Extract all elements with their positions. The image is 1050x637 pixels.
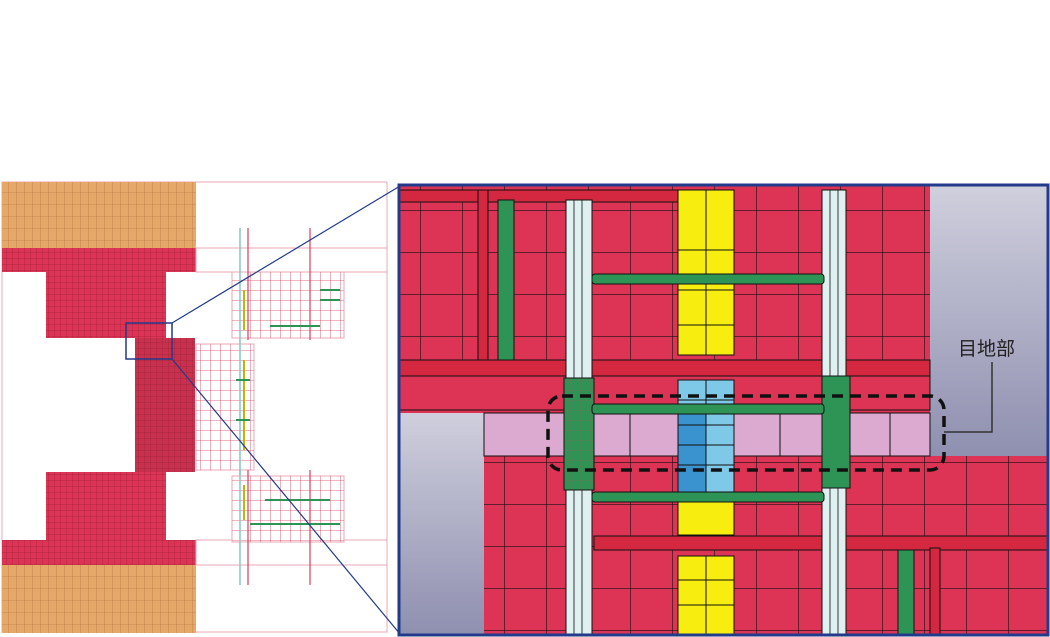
rebar-cage-lower [231,470,345,585]
overview-model [1,181,388,633]
green-bar-2 [591,403,825,415]
mid-beam [400,359,931,377]
zoom-line-top [171,185,401,324]
blue-member [677,379,735,493]
void-lower-left [400,413,484,634]
rebar-cage-middle [195,340,255,475]
leader-line [944,362,993,433]
yellow-member-upper [677,189,735,356]
zoom-line-bottom [171,358,401,635]
joint-highlight-box [546,394,946,472]
green-bar-3 [591,491,825,503]
rebar-cage-upper [231,228,345,340]
joint-label: 目地部 [958,338,1016,360]
green-rebar-vertical [497,199,515,361]
detail-frame [397,183,1050,637]
zoom-region-marker [125,322,173,360]
yellow-member-lower [677,494,735,634]
lower-beam [593,535,1047,551]
void-upper-right [930,186,1047,456]
detail-view [400,186,1047,634]
green-bar-1 [591,273,825,285]
